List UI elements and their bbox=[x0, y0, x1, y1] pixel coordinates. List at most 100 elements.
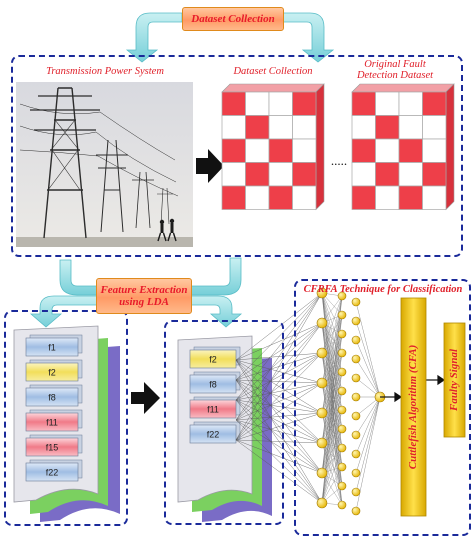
feature-bar-f22 bbox=[25, 462, 79, 482]
network-edge bbox=[355, 301, 381, 398]
faulty-signal-label: Faulty Signal bbox=[448, 348, 460, 412]
network-node bbox=[351, 430, 361, 440]
network-nodes bbox=[316, 287, 386, 516]
network-node bbox=[337, 291, 347, 301]
cfrfa-title: CFRFA Technique for Classification bbox=[303, 284, 463, 295]
network-node bbox=[337, 405, 347, 415]
network-node bbox=[351, 468, 361, 478]
network-node bbox=[316, 317, 328, 329]
black-arrow-icon bbox=[131, 382, 160, 414]
network-node bbox=[351, 449, 361, 459]
network-edge bbox=[321, 295, 343, 504]
dataset-collection-label: Dataset Collection bbox=[233, 66, 313, 77]
network-node bbox=[337, 310, 347, 320]
network-edge bbox=[235, 352, 323, 441]
network-edge bbox=[235, 399, 323, 444]
feature-label-f2: f2 bbox=[209, 355, 217, 365]
network-edge bbox=[235, 439, 323, 474]
network-node bbox=[337, 500, 347, 510]
network-edge bbox=[321, 292, 343, 430]
network-edge bbox=[235, 352, 323, 401]
network-edge bbox=[321, 295, 343, 444]
network-edge bbox=[355, 339, 381, 398]
network-edge bbox=[355, 396, 381, 493]
network-edge bbox=[321, 428, 343, 474]
network-edge bbox=[321, 295, 343, 384]
feature-panel-selected bbox=[164, 320, 284, 525]
feature-label-f2: f2 bbox=[48, 368, 56, 378]
network-node bbox=[351, 506, 361, 516]
network-node bbox=[316, 407, 328, 419]
network-node bbox=[337, 386, 347, 396]
network-edge bbox=[321, 409, 343, 474]
faulty-signal-bar bbox=[443, 322, 466, 438]
network-edge bbox=[321, 322, 343, 373]
network-edge bbox=[235, 412, 323, 441]
network-edge bbox=[321, 382, 343, 411]
network-edge bbox=[355, 396, 381, 436]
network-node bbox=[337, 329, 347, 339]
transmission-photo bbox=[16, 82, 193, 247]
network-node bbox=[351, 335, 361, 345]
cfa-bar bbox=[400, 297, 427, 517]
classification-arrows bbox=[380, 374, 446, 403]
network-node bbox=[337, 348, 347, 358]
network-edge bbox=[235, 439, 323, 504]
network-edge bbox=[321, 322, 343, 411]
network-edge bbox=[321, 390, 343, 444]
network-edge bbox=[321, 295, 343, 354]
network-edge bbox=[321, 371, 343, 444]
network-node bbox=[351, 411, 361, 421]
network-edge bbox=[355, 396, 381, 455]
network-node bbox=[316, 287, 328, 299]
grid-cell bbox=[422, 185, 447, 210]
feature-label-f8: f8 bbox=[48, 393, 56, 403]
dataset-collection-grid bbox=[221, 83, 325, 211]
network-node bbox=[337, 481, 347, 491]
system-label: Transmission Power System bbox=[46, 66, 164, 77]
network-edge bbox=[235, 292, 323, 401]
network-edge bbox=[235, 292, 323, 441]
network-node bbox=[316, 377, 328, 389]
feature-label-f11: f11 bbox=[46, 418, 58, 428]
feature-panel-all bbox=[4, 310, 128, 526]
network-edge bbox=[235, 412, 323, 421]
network-edge bbox=[321, 447, 343, 504]
network-edge bbox=[355, 358, 381, 398]
network-node bbox=[316, 437, 328, 449]
network-edge bbox=[321, 466, 343, 504]
network-edge bbox=[321, 295, 343, 324]
network-edge bbox=[321, 352, 343, 411]
network-edge bbox=[235, 419, 323, 504]
network-node bbox=[337, 462, 347, 472]
network-node bbox=[337, 367, 347, 377]
feature-extraction-pill: Feature Extraction using LDA bbox=[96, 278, 192, 314]
cfrfa-panel bbox=[294, 279, 471, 536]
network-edge bbox=[321, 352, 343, 430]
original-label-line2: Detection Dataset bbox=[356, 70, 434, 81]
network-edge bbox=[321, 292, 343, 335]
network-edge bbox=[321, 390, 343, 474]
network-edge bbox=[235, 322, 323, 361]
network-edge bbox=[321, 333, 343, 474]
network-edge bbox=[235, 399, 323, 474]
original-label-line1: Original Fault bbox=[364, 59, 426, 70]
network-node bbox=[337, 424, 347, 434]
network-edge bbox=[235, 399, 323, 504]
network-node bbox=[316, 347, 328, 359]
top-dataset-panel bbox=[11, 55, 463, 257]
network-node bbox=[351, 316, 361, 326]
feature-label-f15: f15 bbox=[46, 443, 59, 453]
feature-bar-f8 bbox=[25, 387, 79, 407]
network-edge bbox=[355, 320, 381, 398]
network-edge bbox=[321, 322, 343, 354]
feature-bar-f15 bbox=[25, 437, 79, 457]
network-edge bbox=[321, 352, 343, 392]
network-edge bbox=[321, 409, 343, 504]
feature-label-f22: f22 bbox=[46, 468, 59, 478]
feature-bar-f1 bbox=[25, 337, 79, 357]
network-edge bbox=[235, 399, 323, 414]
network-edge bbox=[235, 382, 323, 401]
